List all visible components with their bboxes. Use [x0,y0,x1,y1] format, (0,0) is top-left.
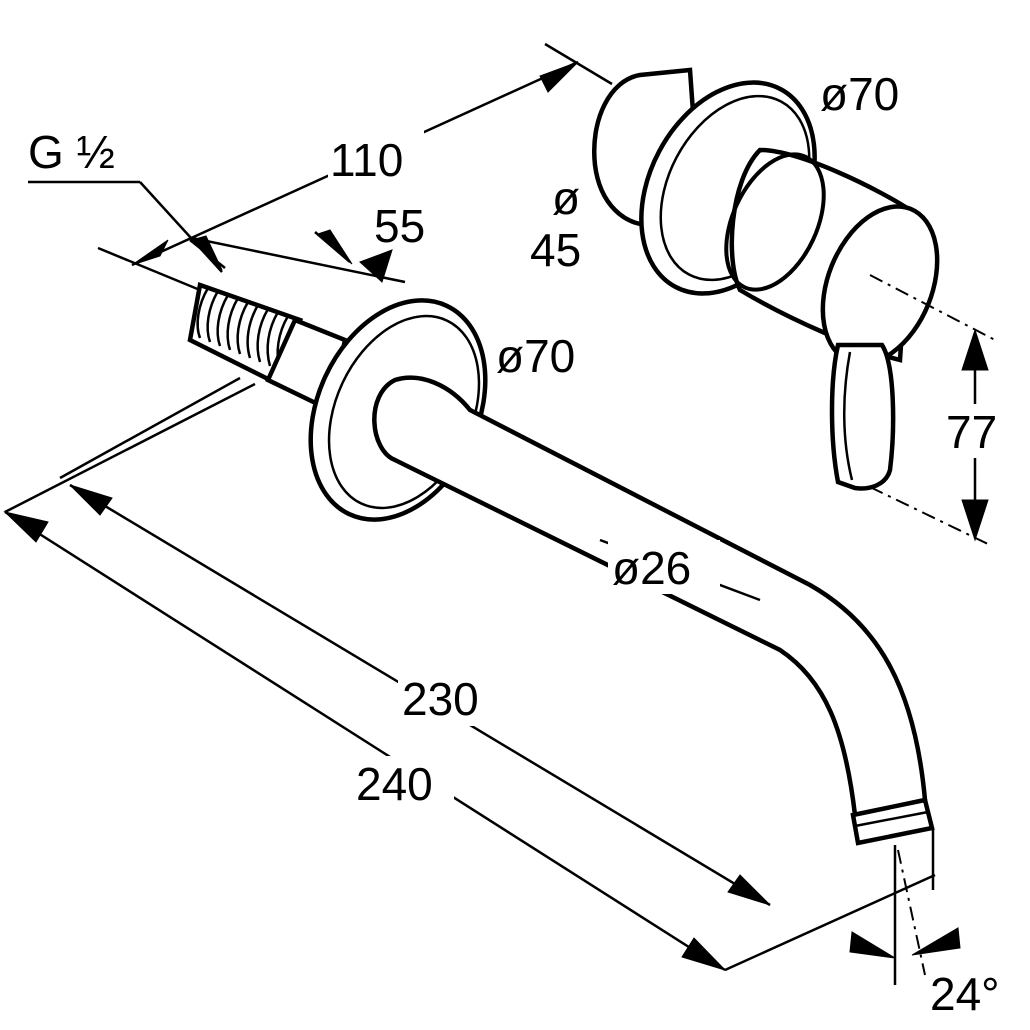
angle-arrow-left [849,931,896,959]
dim-77-ext-top [869,274,996,341]
label-thread: G ½ [28,126,115,178]
dim-240-arrow-left [3,511,49,543]
angle-arrow-right [911,927,961,956]
mixer-lever-edge [843,351,854,481]
spout-nozzle [850,797,935,846]
dim-240-ext-right [724,873,936,972]
label-angle: 24° [930,968,1000,1020]
spout-nozzle-ring [854,810,929,828]
dim-55-arrow-mid [317,229,353,265]
dim-230-ext-left [59,376,241,480]
label-110: 110 [330,134,403,186]
dim-110-ext-left [97,246,201,292]
mixer-handle-assembly [591,67,940,491]
dimension-labels: G ½ 110 55 ø70 ø 45 ø70 77 ø26 230 240 2… [24,68,1026,1020]
dim-240-arrow-right [681,937,727,972]
label-dia45-symbol: ø [552,172,580,224]
mixer-lever [829,342,896,491]
dim-110-arrow-left [131,239,169,266]
label-dia70-spout: ø70 [496,330,575,382]
dim-240-line [4,510,726,972]
angle-axis-line [897,849,926,976]
label-dia45-value: 45 [530,224,581,276]
label-dia70-handle: ø70 [820,68,899,120]
dim-77-arrow-top [961,328,989,371]
thread-lines [196,287,290,371]
label-dia26: ø26 [612,542,691,594]
dim-240-ext-left [4,382,256,514]
mixer-collar [724,152,826,292]
label-240: 240 [356,758,433,810]
dim-77-ext-bottom [869,486,991,546]
label-230: 230 [402,673,479,725]
dim-110-ext-right [544,42,613,86]
dim-230-arrow-right [727,874,771,906]
dim-77-arrow-bottom [961,499,989,542]
label-77: 77 [946,406,997,458]
dim-230-arrow-left [69,484,113,516]
dim-55-arrow-right [359,249,393,283]
dim-55-line [191,236,406,284]
label-55: 55 [374,200,425,252]
dim-110-arrow-right [539,61,579,93]
dim-55-arrow-left [191,235,223,271]
spout-assembly [187,282,935,846]
